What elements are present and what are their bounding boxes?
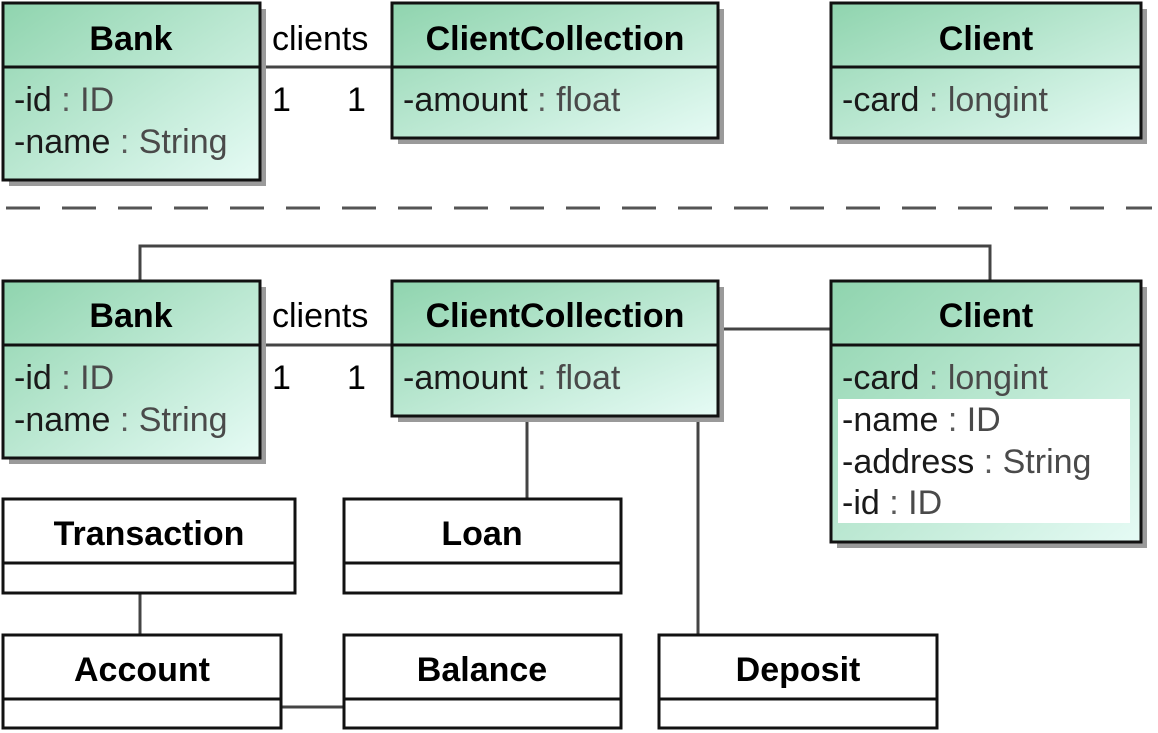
association-role-label-bottom: clients xyxy=(272,297,368,335)
class-box xyxy=(342,497,623,595)
class-box xyxy=(1,633,283,730)
attribute-amount: -amount : float xyxy=(403,359,621,397)
class-title: Transaction xyxy=(54,515,245,553)
association-role-label-top: clients xyxy=(272,20,368,58)
highlighted-attributes-area xyxy=(838,399,1130,523)
class-balance[interactable]: Balance xyxy=(342,633,623,730)
class-loan[interactable]: Loan xyxy=(342,497,623,595)
class-bank-top[interactable]: Bank -id : ID -name : String xyxy=(1,1,266,186)
attribute-name: -name : String xyxy=(14,123,228,161)
attribute-name: -name : ID xyxy=(842,401,1001,439)
class-box xyxy=(390,1,720,140)
class-box xyxy=(1,279,262,460)
class-title: ClientCollection xyxy=(426,297,685,335)
class-box xyxy=(657,633,939,730)
class-title: ClientCollection xyxy=(426,20,685,58)
class-title: Balance xyxy=(417,651,547,689)
multiplicity-right-bottom: 1 xyxy=(347,359,366,397)
class-box xyxy=(1,1,262,182)
class-box xyxy=(342,633,623,730)
attribute-card: -card : longint xyxy=(842,81,1049,119)
class-title: Bank xyxy=(89,20,172,58)
attribute-name: -name : String xyxy=(14,401,228,439)
class-box xyxy=(390,279,720,418)
class-client-top[interactable]: Client -card : longint xyxy=(829,1,1147,144)
class-clientcollection-bottom[interactable]: ClientCollection -amount : float xyxy=(390,279,724,422)
attribute-id: -id : ID xyxy=(14,81,114,119)
class-account[interactable]: Account xyxy=(1,633,283,730)
attribute-id: -id : ID xyxy=(14,359,114,397)
class-box xyxy=(829,1,1143,140)
class-deposit[interactable]: Deposit xyxy=(657,633,939,730)
multiplicity-right-top: 1 xyxy=(347,81,366,119)
multiplicity-left-top: 1 xyxy=(272,81,291,119)
class-client-bottom[interactable]: Client -card : longint -name : ID -addre… xyxy=(829,279,1147,548)
class-box xyxy=(1,497,297,595)
attribute-card: -card : longint xyxy=(842,359,1049,397)
class-clientcollection-top[interactable]: ClientCollection -amount : float xyxy=(390,1,724,144)
class-title: Client xyxy=(939,20,1033,58)
class-title: Client xyxy=(939,297,1033,335)
class-title: Deposit xyxy=(736,651,861,689)
attribute-amount: -amount : float xyxy=(403,81,621,119)
class-title: Loan xyxy=(441,515,522,553)
attribute-id: -id : ID xyxy=(842,484,942,522)
multiplicity-left-bottom: 1 xyxy=(272,359,291,397)
class-bank-bottom[interactable]: Bank -id : ID -name : String xyxy=(1,279,266,464)
association-line-bank-client xyxy=(138,244,992,282)
class-transaction[interactable]: Transaction xyxy=(1,497,297,595)
class-title: Account xyxy=(74,651,210,689)
attribute-address: -address : String xyxy=(842,443,1091,481)
class-title: Bank xyxy=(89,297,172,335)
